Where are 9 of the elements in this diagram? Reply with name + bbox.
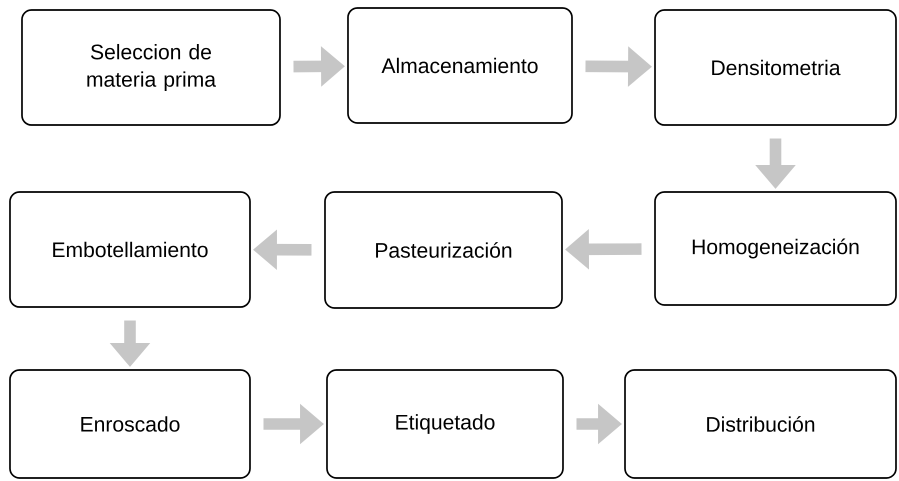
process-box: Seleccion de materia prima [21, 9, 281, 126]
process-box: Etiquetado [326, 369, 564, 479]
process-box: Almacenamiento [347, 7, 573, 124]
process-box: Pasteurización [324, 191, 563, 309]
process-box: Homogeneización [654, 191, 897, 306]
process-box: Enroscado [9, 369, 251, 479]
process-box: Densitometria [654, 9, 897, 126]
process-box: Distribución [624, 369, 897, 479]
process-box: Embotellamiento [9, 191, 251, 308]
